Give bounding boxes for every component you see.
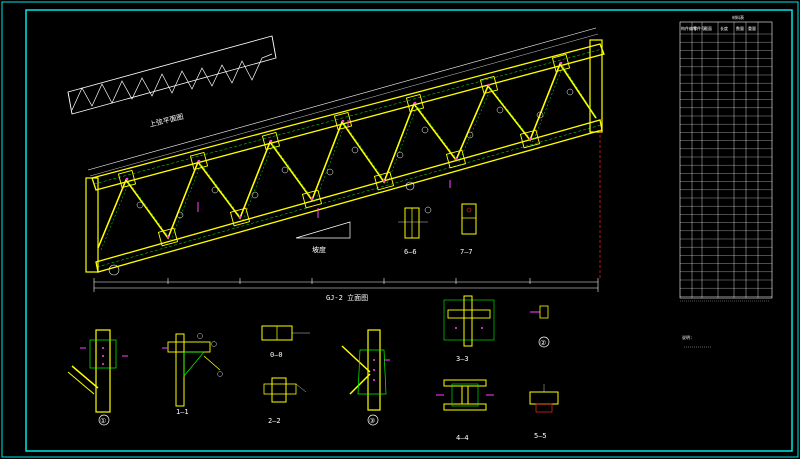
notes-title: 说明: <box>682 334 692 340</box>
notes-block: 说明: <box>682 334 712 348</box>
section-label-6-6: 6—6 <box>404 248 417 256</box>
section-1-1: 1—1 <box>162 333 223 416</box>
svg-text:零件号: 零件号 <box>693 25 705 31</box>
section-5-5: 5—5 <box>529 384 559 440</box>
section-label-3-3: 3—3 <box>456 355 469 363</box>
left-end-post <box>85 177 99 273</box>
section-2-2: 2—2 <box>263 377 307 425</box>
section-0-0: 0—0 <box>261 325 310 359</box>
section-3-3: 3—3 <box>443 295 495 363</box>
detail-node-2: ② <box>530 305 550 348</box>
section-label-5-5: 5—5 <box>534 432 547 440</box>
slope-indicator <box>295 221 351 239</box>
section-label-2-2: 2—2 <box>268 417 281 425</box>
material-table-title: 材料表 <box>732 14 744 20</box>
node-label-2: ② <box>540 339 546 347</box>
top-chord <box>91 43 605 191</box>
right-end-post <box>589 39 603 133</box>
section-label-1-1: 1—1 <box>176 408 189 416</box>
section-label-0-0: 0—0 <box>270 351 283 359</box>
main-view-title: GJ-2 立面图 <box>326 293 368 302</box>
inner-frame <box>25 9 793 452</box>
svg-text:构件编号: 构件编号 <box>681 25 697 31</box>
section-label-7-7: 7—7 <box>460 248 473 256</box>
node-label-3: ③ <box>369 417 375 425</box>
node-label-1: ① <box>100 417 106 425</box>
truss-elevation: 坡度 GJ-2 立面图 <box>85 27 605 302</box>
detail-node-1: ① <box>67 329 128 426</box>
svg-text:重量: 重量 <box>748 25 756 31</box>
section-4-4: 4—4 <box>436 379 494 442</box>
svg-text:长度: 长度 <box>720 25 728 31</box>
section-label-4-4: 4—4 <box>456 434 469 442</box>
top-chord-plan-title: 上弦平面图 <box>148 112 184 129</box>
material-table: 材料表 构件编号 零件号 截面 长度 数量 重量 <box>679 14 773 302</box>
section-6-6: 6—6 <box>398 206 432 256</box>
section-7-7: 7—7 <box>460 203 477 256</box>
top-chord-plan-view: 上弦平面图 <box>67 35 277 129</box>
detail-node-3: ③ <box>341 329 390 426</box>
slope-note: 坡度 <box>312 245 326 254</box>
material-table-header: 构件编号 零件号 截面 长度 数量 重量 <box>681 25 756 31</box>
svg-text:数量: 数量 <box>736 25 744 31</box>
svg-text:截面: 截面 <box>704 25 712 31</box>
